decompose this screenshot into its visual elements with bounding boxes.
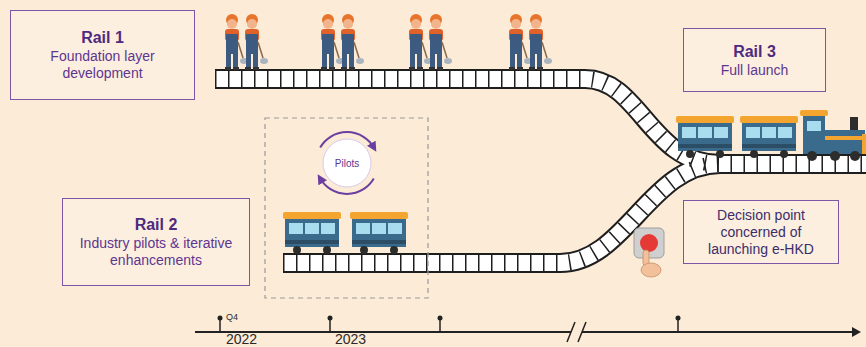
carriage [350, 212, 408, 254]
worker [429, 14, 452, 70]
axis-break-mark [578, 322, 586, 342]
worker [225, 14, 248, 70]
locomotive-boiler [825, 130, 865, 154]
circle-shape [323, 139, 371, 187]
wheel [850, 151, 860, 161]
box-text: Full launch [721, 62, 789, 79]
axis-break-mark [567, 322, 575, 342]
box-text: Pilots [335, 158, 359, 169]
rail-box: Rail 2Industry pilots & iterative enhanc… [62, 198, 250, 286]
box-text: Foundation layer development [19, 48, 186, 82]
box-heading: Rail 1 [81, 28, 124, 48]
carriage [676, 116, 734, 158]
worker [509, 14, 532, 70]
worker [245, 14, 268, 70]
box-text: Industry pilots & iterative enhancements [71, 235, 241, 269]
pilot-frame [265, 118, 428, 298]
timeline-label: 2022 [226, 331, 257, 347]
locomotive-band [825, 136, 865, 140]
timeline-dot [438, 316, 443, 321]
hand-palm [641, 263, 661, 277]
rail-box: Rail 1Foundation layer development [10, 10, 195, 100]
rail-box: Rail 3Full launch [683, 28, 826, 92]
timeline-axis [195, 331, 852, 333]
locomotive-chimney [850, 117, 858, 130]
decision-box: Decision point concerned of launching e-… [683, 200, 839, 264]
carriage [283, 212, 341, 254]
timeline-dot [676, 316, 681, 321]
worker [341, 14, 364, 70]
pilots-circle: Pilots [321, 137, 373, 189]
locomotive-roof [800, 110, 828, 116]
red-button [640, 234, 658, 252]
timeline-arrow [852, 327, 861, 337]
timeline-label: Q4 [226, 312, 238, 322]
locomotive-cab [803, 116, 825, 154]
timeline-dot [218, 316, 223, 321]
box-heading: Rail 2 [135, 215, 178, 235]
wheel [830, 151, 840, 161]
worker [529, 14, 552, 70]
wheel [807, 151, 817, 161]
worker [409, 14, 432, 70]
box-text: Decision point concerned of launching e-… [692, 207, 830, 258]
worker [321, 14, 344, 70]
locomotive-front [862, 134, 866, 154]
locomotive-window [807, 121, 821, 131]
timeline-label: 2023 [335, 331, 366, 347]
carriage [740, 116, 798, 158]
timeline-dot [328, 316, 333, 321]
box-heading: Rail 3 [733, 42, 776, 62]
